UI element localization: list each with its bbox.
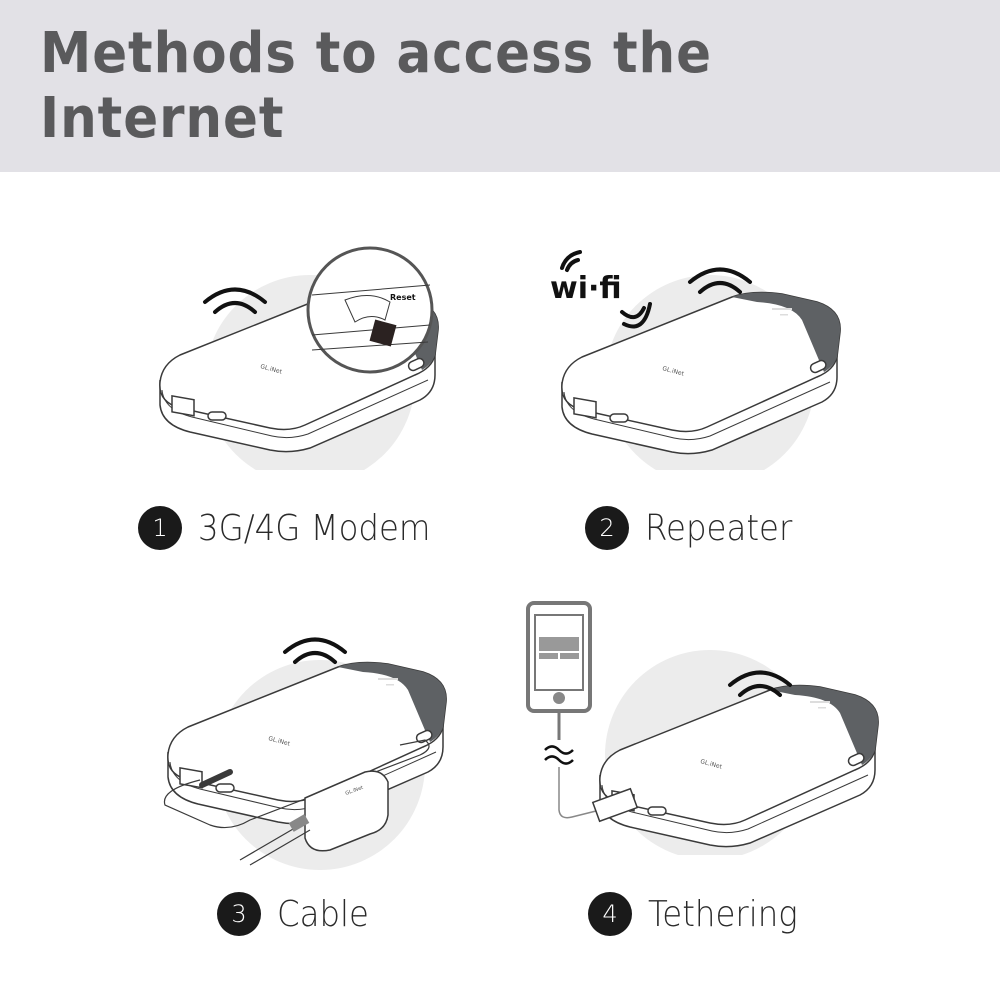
wifi-logo-icon: wi·fi (550, 250, 652, 329)
caption-modem: 1 3G/4G Modem (138, 506, 456, 550)
usb-plug-icon (591, 787, 639, 823)
method-label: Repeater (645, 507, 793, 549)
svg-text:Reset: Reset (390, 293, 416, 302)
panel-modem: Reset (140, 240, 460, 485)
panel-repeater: wi·fi (540, 240, 860, 485)
smartphone-icon (526, 601, 592, 713)
cable-illustration: GL.iNet (163, 637, 447, 870)
step-badge: 4 (588, 892, 632, 936)
caption-cable: 3 Cable (217, 892, 379, 936)
method-label: 3G/4G Modem (198, 507, 431, 549)
header-banner (0, 0, 1000, 172)
tethering-illustration (526, 601, 879, 860)
sim-slot-zoom (306, 246, 434, 374)
ethernet-adapter-icon (304, 770, 389, 852)
modem-illustration: Reset (159, 246, 439, 485)
wifi-waves-icon (283, 637, 347, 664)
caption-repeater: 2 Repeater (585, 506, 809, 550)
method-label: Cable (277, 893, 369, 935)
svg-text:wi·fi: wi·fi (550, 271, 622, 306)
sim-card-icon (369, 319, 397, 347)
repeater-illustration: wi·fi (550, 250, 841, 485)
step-badge: 2 (585, 506, 629, 550)
step-badge: 3 (217, 892, 261, 936)
method-label: Tethering (648, 893, 798, 935)
panel-tethering (520, 595, 890, 860)
caption-tethering: 4 Tethering (588, 892, 814, 936)
panel-cable: GL.iNet (150, 620, 450, 870)
step-badge: 1 (138, 506, 182, 550)
page-title: Methods to access the Internet (40, 21, 712, 151)
svg-text:GL.iNet: GL.iNet (345, 785, 364, 797)
